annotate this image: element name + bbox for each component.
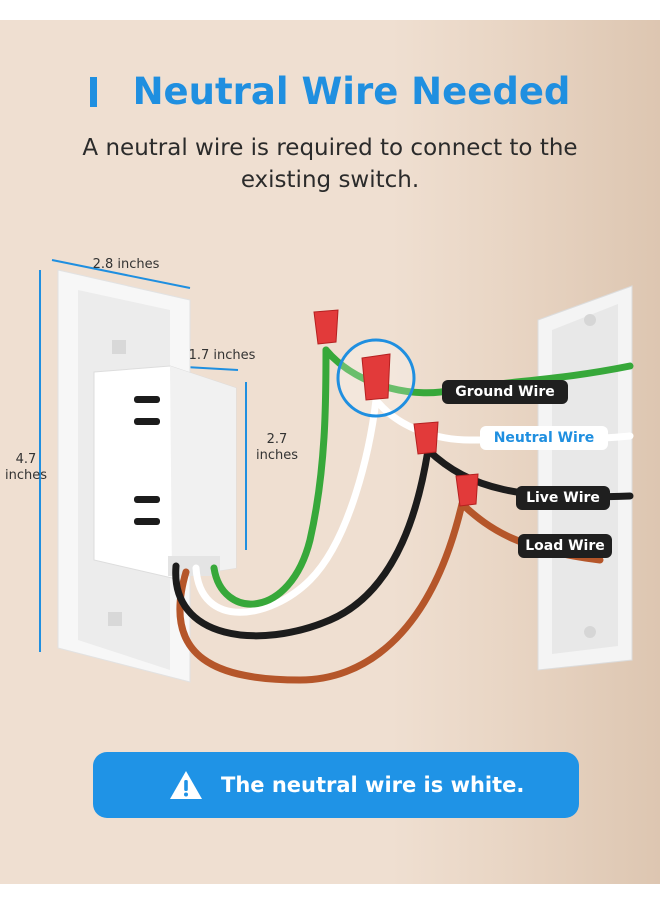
- wires: [172, 346, 634, 684]
- dimension-lines: [39, 259, 247, 652]
- title-text: Neutral Wire Needed: [132, 70, 571, 113]
- load-wire-label: Load Wire: [518, 534, 612, 558]
- live-wire-label: Live Wire: [516, 486, 610, 510]
- live-wire-path: [172, 446, 432, 640]
- warning-icon: [170, 771, 202, 799]
- subtitle: A neutral wire is required to connect to…: [82, 135, 578, 193]
- ground-wire-path: [210, 346, 330, 608]
- banner-text: The neutral wire is white.: [221, 773, 525, 797]
- title-accent-bar: [89, 77, 97, 107]
- ground-wire-label: Ground Wire: [442, 380, 568, 404]
- neutral-wire-path: [192, 396, 380, 616]
- page-title: Neutral Wire Needed: [0, 70, 660, 113]
- height-dimension: 4.7 inches: [4, 452, 47, 483]
- module-height-dimension: 2.7 inches: [255, 432, 298, 463]
- depth-dimension: 1.7 inches: [188, 348, 256, 363]
- wall-box: [537, 285, 633, 671]
- wire-nuts: [313, 309, 479, 507]
- wiring-diagram: [39, 259, 634, 684]
- load-wire-path: [176, 500, 466, 684]
- notice-banner: The neutral wire is white.: [93, 752, 579, 818]
- switch-module: [93, 365, 237, 579]
- neutral-wire-label: Neutral Wire: [480, 426, 608, 450]
- width-dimension: 2.8 inches: [92, 257, 160, 272]
- product-illustration: Neutral Wire Needed A neutral wire is re…: [0, 20, 660, 884]
